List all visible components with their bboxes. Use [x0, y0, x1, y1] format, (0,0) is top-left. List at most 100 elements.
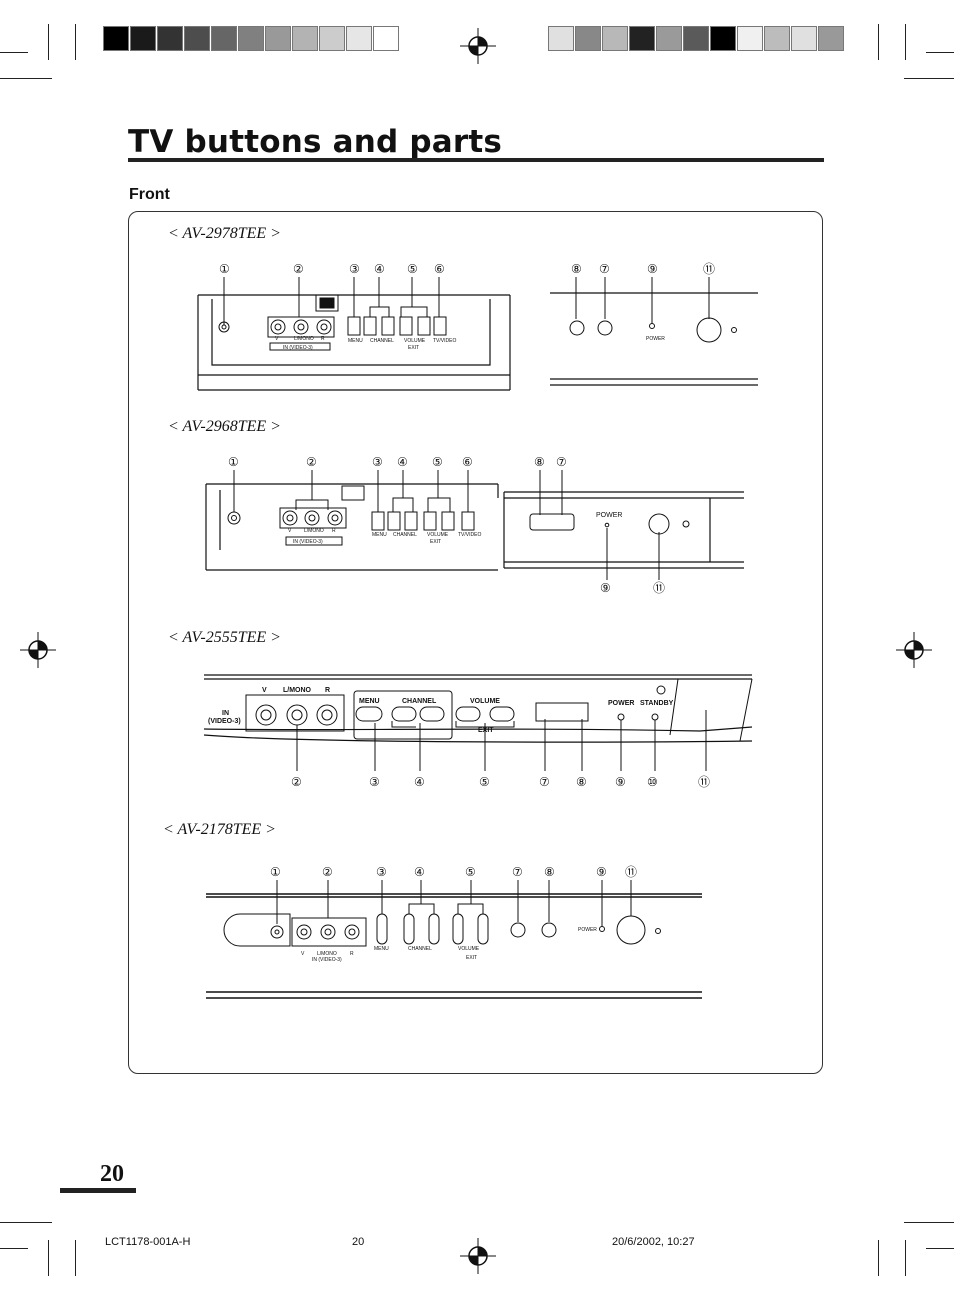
power-label: POWER	[646, 336, 665, 342]
crop-mark-top-right-v1	[878, 24, 879, 60]
callout: ⑦	[599, 262, 610, 276]
exit-label: EXIT	[408, 345, 419, 351]
color-swatch	[818, 26, 844, 51]
exit-label: EXIT	[466, 955, 477, 961]
callout: ⑪	[653, 581, 665, 595]
color-swatch	[629, 26, 655, 51]
color-swatch	[791, 26, 817, 51]
callout: ⑨	[600, 581, 611, 595]
footer-date: 20/6/2002, 10:27	[612, 1236, 695, 1248]
callout: ③	[369, 775, 380, 789]
power-label: POWER	[596, 512, 622, 519]
crop-mark-bottom-right-v1	[878, 1240, 879, 1276]
callout: ⑦	[556, 455, 567, 469]
callout: ⑨	[596, 865, 607, 879]
registration-mark-top	[460, 28, 496, 64]
jack-label-r: R	[350, 951, 354, 957]
registration-mark-bottom	[460, 1238, 496, 1274]
panel-diagram-av-2978tee: ① ② ③ ④ ⑤ ⑥ ⑧ ⑦ ⑨ ⑪	[197, 262, 758, 391]
diagram-frame	[128, 211, 823, 1074]
callout: ⑤	[432, 455, 443, 469]
input-label: IN (VIDEO-3)	[293, 539, 323, 545]
callout: ①	[219, 262, 230, 276]
channel-label: CHANNEL	[408, 946, 432, 952]
crop-mark-bottom-right-h	[904, 1222, 954, 1223]
callout: ⑪	[698, 775, 710, 789]
callout: ⑥	[462, 455, 473, 469]
callout: ②	[322, 865, 333, 879]
color-swatch	[319, 26, 345, 51]
color-swatch	[346, 26, 372, 51]
color-swatch	[602, 26, 628, 51]
callout: ④	[414, 865, 425, 879]
jack-label-lmono: L/MONO	[304, 528, 324, 534]
color-swatch	[373, 26, 399, 51]
crop-mark-top-left-h	[0, 78, 52, 79]
model-name-av-2978tee: < AV-2978TEE >	[168, 225, 281, 242]
color-swatch	[184, 26, 210, 51]
jack-label-v: V	[288, 528, 292, 534]
crop-mark-bottom-right-corner	[926, 1248, 954, 1249]
page-title: TV buttons and parts	[128, 124, 503, 160]
color-swatch	[764, 26, 790, 51]
tv-video-label: TV/VIDEO	[458, 532, 481, 538]
callout: ⑤	[479, 775, 490, 789]
crop-mark-top-left-v2	[75, 24, 76, 60]
volume-label: VOLUME	[458, 946, 480, 952]
menu-label: MENU	[359, 698, 380, 705]
crop-mark-top-right-v2	[905, 24, 906, 60]
footer-page: 20	[352, 1236, 365, 1248]
page-number-bar	[60, 1188, 136, 1193]
jack-label-lmono: L/MONO	[294, 336, 314, 342]
callout: ④	[414, 775, 425, 789]
callout: ⑨	[615, 775, 626, 789]
standby-label: STANDBY	[640, 700, 674, 707]
callout: ③	[376, 865, 387, 879]
crop-mark-top-left-corner	[0, 52, 28, 53]
callout: ⑧	[571, 262, 582, 276]
crop-mark-bottom-left-v1	[48, 1240, 49, 1276]
volume-label: VOLUME	[470, 698, 500, 705]
section-heading: Front	[129, 186, 170, 203]
callout: ⑦	[539, 775, 550, 789]
jack-label-v: V	[275, 336, 279, 342]
color-swatch	[710, 26, 736, 51]
video3-label: (VIDEO-3)	[208, 718, 241, 725]
color-swatch	[292, 26, 318, 51]
footer-document-code: LCT1178-001A-H	[105, 1236, 191, 1248]
color-swatch	[737, 26, 763, 51]
input-label: IN (VIDEO-3)	[312, 957, 342, 963]
menu-label: MENU	[348, 338, 363, 344]
callout: ⑤	[407, 262, 418, 276]
power-label: POWER	[608, 700, 634, 707]
color-swatch	[656, 26, 682, 51]
jack-label-v: V	[301, 951, 305, 957]
color-swatch	[130, 26, 156, 51]
tv-video-label: TV/VIDEO	[433, 338, 456, 344]
callout: ①	[228, 455, 239, 469]
color-swatch	[211, 26, 237, 51]
power-label: POWER	[578, 927, 597, 933]
channel-label: CHANNEL	[402, 698, 437, 705]
jack-label-v: V	[262, 687, 267, 694]
crop-mark-top-left-v1	[48, 24, 49, 60]
callout: ⑪	[625, 865, 637, 879]
panel-diagram-av-2178tee: ① ② ③ ④ ⑤ ⑦ ⑧ ⑨ ⑪	[206, 865, 702, 999]
callout: ⑩	[647, 775, 658, 789]
menu-label: MENU	[372, 532, 387, 538]
model-name-av-2968tee: < AV-2968TEE >	[168, 418, 281, 435]
callout: ⑥	[434, 262, 445, 276]
callout: ⑦	[512, 865, 523, 879]
callout: ③	[349, 262, 360, 276]
callout: ②	[291, 775, 302, 789]
color-swatch	[575, 26, 601, 51]
exit-label: EXIT	[478, 727, 494, 734]
input-label: IN (VIDEO-3)	[283, 345, 313, 351]
callout: ③	[372, 455, 383, 469]
crop-mark-top-right-corner	[926, 52, 954, 53]
crop-mark-top-right-h	[904, 78, 954, 79]
registration-mark-right	[896, 632, 932, 668]
panel-diagram-av-2968tee: ① ② ③ ④ ⑤ ⑥ ⑧ ⑦ ⑨ ⑪	[205, 455, 744, 595]
callout: ⑧	[576, 775, 587, 789]
color-swatch	[238, 26, 264, 51]
